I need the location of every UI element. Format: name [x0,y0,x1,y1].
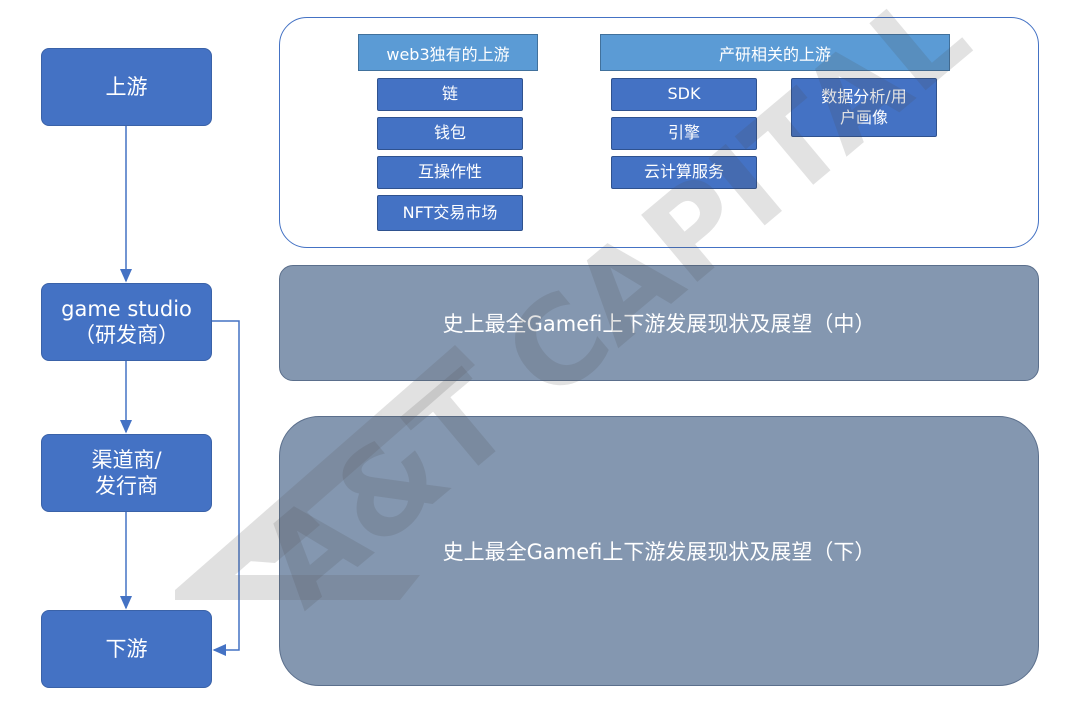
downstream-panel: 史上最全Gamefi上下游发展现状及展望（下） [279,416,1039,686]
game-studio-box: game studio （研发商） [41,283,212,361]
downstream-box: 下游 [41,610,212,688]
web3-item-wallet: 钱包 [377,117,523,150]
midstream-panel: 史上最全Gamefi上下游发展现状及展望（中） [279,265,1039,381]
downstream-label: 下游 [105,636,148,661]
game-studio-label: game studio （研发商） [61,296,192,347]
channel-publisher-box: 渠道商/ 发行商 [41,434,212,512]
channel-publisher-label: 渠道商/ 发行商 [91,447,162,498]
web3-item-chain: 链 [377,78,523,111]
rd-item-engine: 引擎 [611,117,757,150]
upstream-box: 上游 [41,48,212,126]
rd-item-data-analytics: 数据分析/用 户画像 [791,78,937,137]
downstream-panel-title: 史上最全Gamefi上下游发展现状及展望（下） [442,540,876,564]
upstream-label: 上游 [105,74,148,99]
web3-item-nft-marketplace: NFT交易市场 [377,195,523,231]
web3-item-interoperability: 互操作性 [377,156,523,189]
midstream-panel-title: 史上最全Gamefi上下游发展现状及展望（中） [442,312,876,336]
rd-upstream-header: 产研相关的上游 [600,34,950,71]
web3-upstream-header: web3独有的上游 [358,34,538,71]
rd-item-cloud-computing: 云计算服务 [611,156,757,189]
arrow-studio-bypass-to-downstream [212,320,240,656]
rd-item-sdk: SDK [611,78,757,111]
